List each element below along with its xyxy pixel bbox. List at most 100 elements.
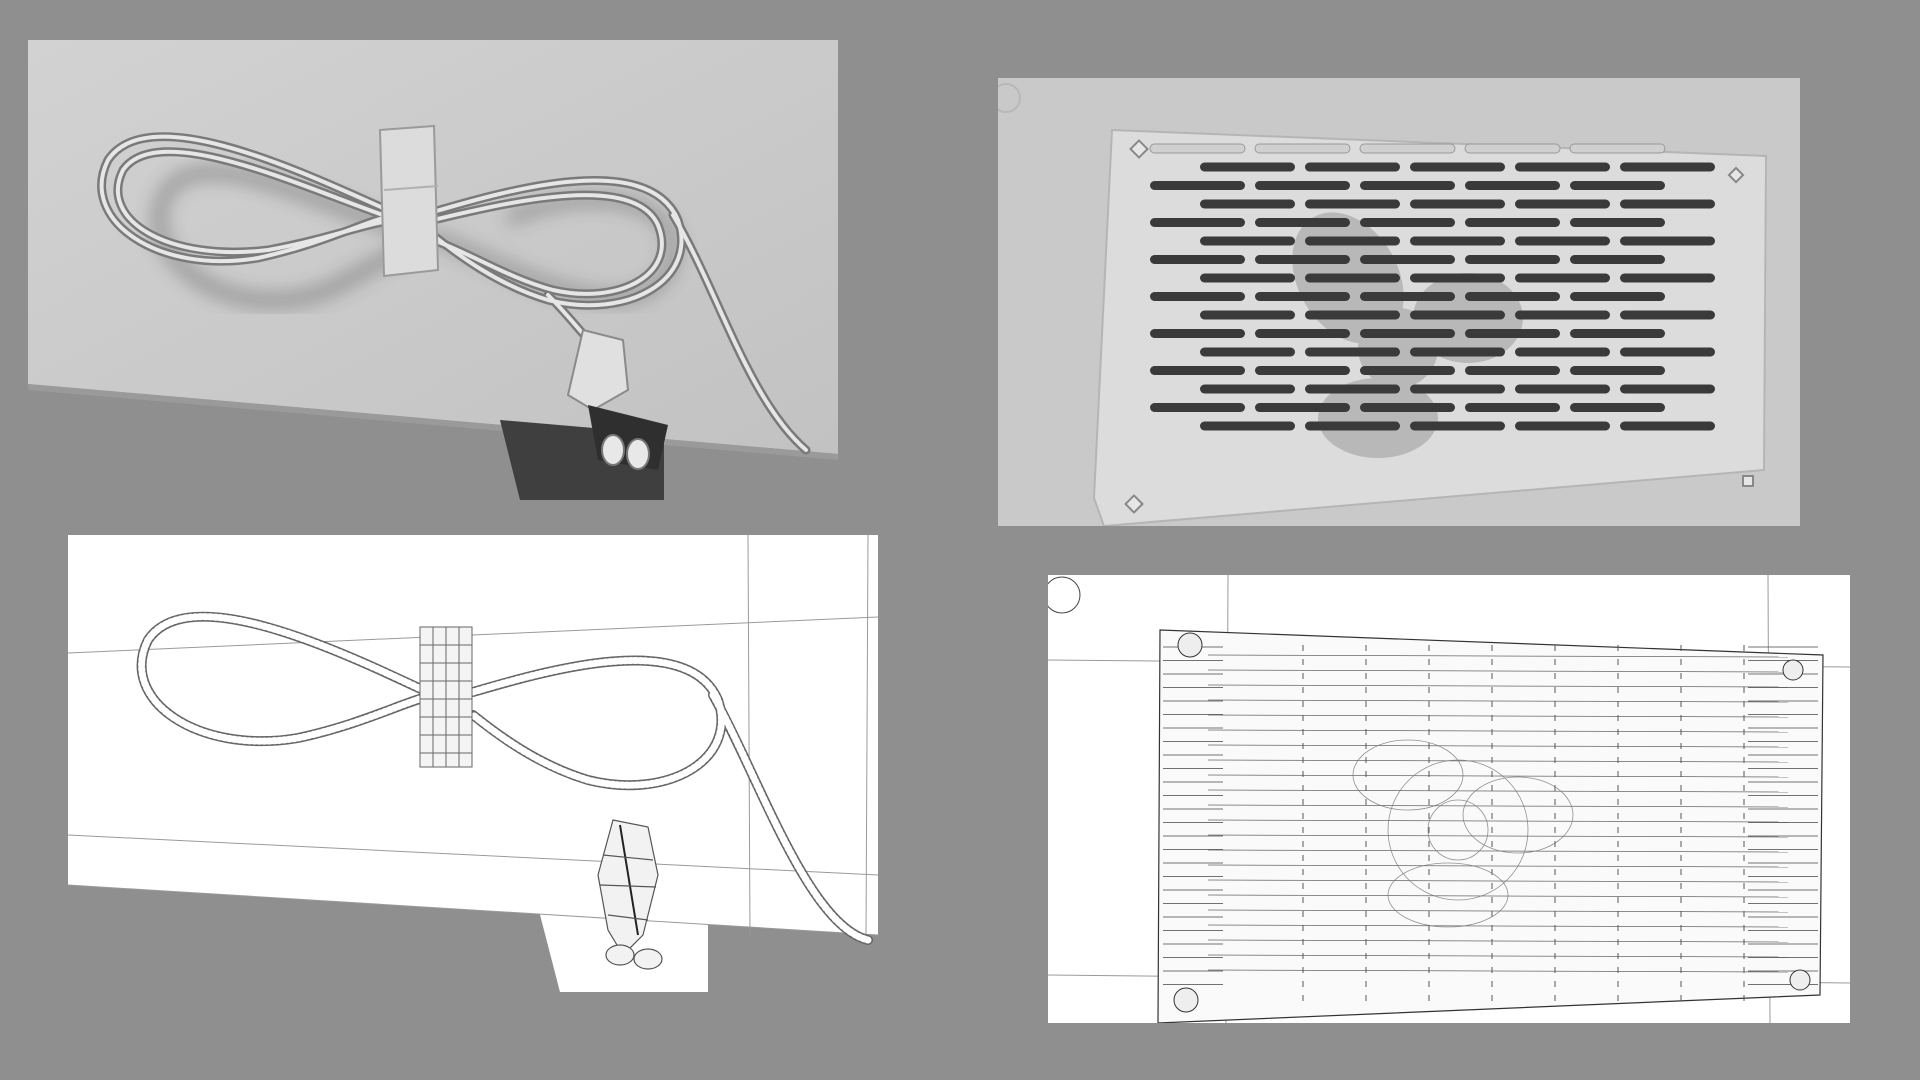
corner-screw	[998, 83, 1021, 113]
vent-slot	[1620, 310, 1715, 320]
wire-slot-line	[1207, 684, 1789, 688]
wireframe-cord-render	[68, 535, 878, 992]
vent-slot	[1515, 273, 1610, 283]
vent-slot	[1515, 236, 1610, 246]
vent-slot	[1255, 218, 1350, 227]
vent-slot	[1150, 366, 1245, 375]
vent-slot	[1255, 329, 1350, 338]
vent-slot	[1465, 255, 1560, 264]
cord-clip	[378, 124, 440, 278]
wire-slot-line	[1207, 954, 1789, 958]
wire-screws	[1173, 632, 1811, 1013]
vent-slot	[1410, 236, 1505, 246]
vent-slot	[1360, 292, 1455, 301]
wire-cord	[136, 611, 873, 945]
vent-slot	[1620, 273, 1715, 283]
vent-slot	[1305, 421, 1400, 431]
wire-vent-slots	[1163, 645, 1818, 1005]
vent-slot	[1150, 181, 1245, 190]
vent-slot	[1150, 329, 1245, 338]
wire-slot-line	[1207, 969, 1789, 973]
vent-slot	[1570, 403, 1665, 412]
wire-slot-line	[1207, 834, 1789, 838]
wire-slot-line	[1207, 714, 1789, 718]
grille-screws	[1124, 139, 1754, 514]
cord	[97, 132, 811, 455]
vent-slot	[1150, 292, 1245, 301]
shaded-cord-illustration	[28, 40, 838, 500]
wire-grid-lines	[68, 535, 878, 936]
vent-slot	[1305, 310, 1400, 320]
wire-slot-line	[1207, 894, 1789, 898]
wire-slot-line	[1207, 924, 1789, 928]
wire-slot-line	[1207, 789, 1789, 793]
vent-slot	[1305, 162, 1400, 172]
vent-slot	[1410, 273, 1505, 283]
vent-slot	[1465, 329, 1560, 338]
vent-slot	[1254, 143, 1351, 154]
vent-slot	[1305, 236, 1400, 246]
shaded-vent-render	[998, 78, 1800, 526]
vent-slot	[1200, 384, 1295, 394]
vent-slot	[1620, 236, 1715, 246]
vent-slot	[1515, 384, 1610, 394]
wire-slot-line	[1207, 774, 1789, 778]
vent-slot	[1570, 329, 1665, 338]
wire-slot-line	[1207, 699, 1789, 703]
vent-slot	[1255, 181, 1350, 190]
vent-slot	[1255, 292, 1350, 301]
vent-slot	[1464, 143, 1561, 154]
vent-slot	[1360, 218, 1455, 227]
wire-slot-line	[1207, 654, 1789, 658]
vent-slot	[1360, 255, 1455, 264]
vent-slot	[1570, 366, 1665, 375]
vent-slot	[1515, 162, 1610, 172]
wire-slot-line	[1207, 939, 1789, 943]
wireframe-vent-illustration	[1048, 575, 1850, 1023]
vent-slot	[1360, 329, 1455, 338]
wire-slot-line	[1207, 669, 1789, 673]
wire-slot-line	[1207, 819, 1789, 823]
wire-panel	[68, 535, 878, 935]
plug	[566, 328, 668, 470]
vent-slot	[1620, 162, 1715, 172]
vent-slot	[1515, 310, 1610, 320]
vent-slot	[1255, 255, 1350, 264]
vent-slot	[1410, 310, 1505, 320]
shaded-cord-render	[28, 40, 838, 500]
wire-slot-line	[1207, 864, 1789, 868]
vent-slot	[1305, 199, 1400, 209]
vent-slot	[1465, 403, 1560, 412]
vent-slot	[1465, 292, 1560, 301]
shaded-vent-illustration	[998, 78, 1800, 526]
wire-slot-line	[1207, 879, 1789, 883]
vent-slot	[1410, 162, 1505, 172]
wire-slot-line	[1207, 849, 1789, 853]
vent-slot	[1360, 181, 1455, 190]
wireframe-vent-render	[1048, 575, 1850, 1023]
vent-slot	[1570, 292, 1665, 301]
clip-fold	[383, 185, 439, 191]
vent-slot	[1410, 384, 1505, 394]
wire-slot-line	[1207, 744, 1789, 748]
vent-slot	[1305, 273, 1400, 283]
vent-slot	[1150, 403, 1245, 412]
vent-slot	[1255, 366, 1350, 375]
wireframe-cord-illustration	[68, 535, 878, 992]
vent-slot	[1305, 347, 1400, 357]
vent-slot	[1620, 347, 1715, 357]
vent-slot	[1465, 218, 1560, 227]
vent-slot	[1200, 273, 1295, 283]
vent-slot	[1410, 421, 1505, 431]
vent-slot	[1569, 143, 1666, 154]
vent-slot	[1620, 199, 1715, 209]
plug-prong-left	[601, 434, 625, 466]
wire-fan	[1352, 739, 1574, 928]
wire-slot-line	[1207, 804, 1789, 808]
vent-slot	[1465, 181, 1560, 190]
vent-slot	[1359, 143, 1456, 154]
wire-slot-line	[1207, 729, 1789, 733]
vent-slot	[1515, 421, 1610, 431]
vent-slot	[1620, 421, 1715, 431]
vent-slot	[1305, 384, 1400, 394]
